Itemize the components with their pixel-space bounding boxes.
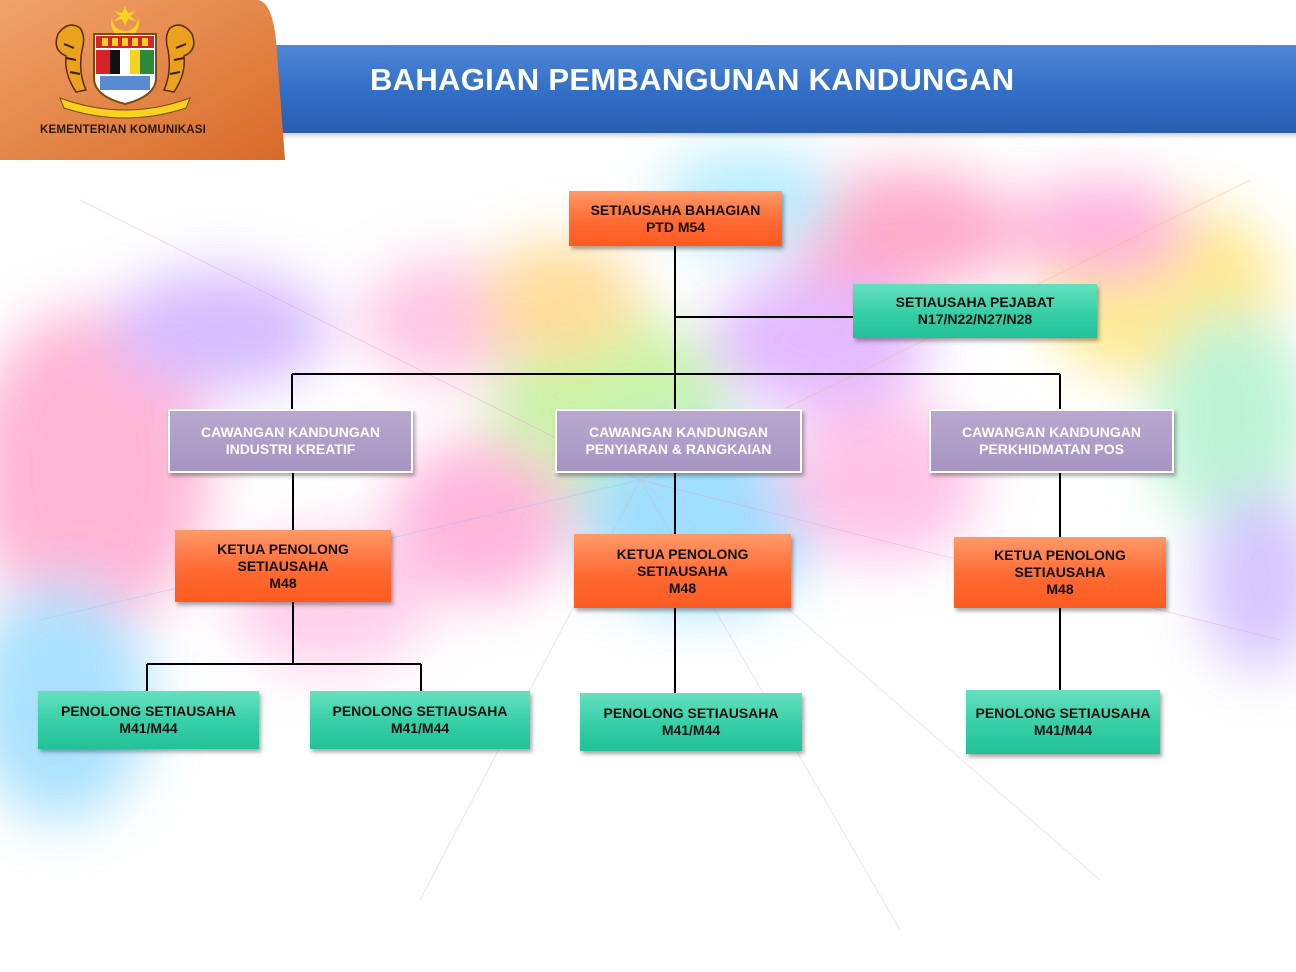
node-title: PENOLONG SETIAUSAHA bbox=[332, 703, 508, 719]
node-title: SETIAUSAHA BAHAGIAN bbox=[590, 201, 761, 218]
malaysia-coat-of-arms-icon bbox=[55, 6, 195, 119]
node-title-line1: KETUA PENOLONG bbox=[616, 545, 749, 562]
node-ketua-penolong-3: KETUA PENOLONG SETIAUSAHA M48 bbox=[954, 537, 1166, 608]
branch-name-line2: PERKHIDMATAN POS bbox=[979, 441, 1124, 457]
node-title: SETIAUSAHA PEJABAT bbox=[895, 294, 1055, 310]
node-branch-industri-kreatif: CAWANGAN KANDUNGAN INDUSTRI KREATIF bbox=[168, 409, 413, 473]
node-grade: M41/M44 bbox=[119, 720, 178, 736]
node-title: PENOLONG SETIAUSAHA bbox=[603, 705, 779, 721]
node-title-line2: SETIAUSAHA bbox=[1014, 564, 1106, 580]
branch-name-line1: CAWANGAN KANDUNGAN bbox=[962, 424, 1141, 440]
node-grade: PTD M54 bbox=[645, 218, 706, 235]
ministry-name: KEMENTERIAN KOMUNIKASI bbox=[40, 124, 207, 136]
node-branch-penyiaran-rangkaian: CAWANGAN KANDUNGAN PENYIARAN & RANGKAIAN bbox=[555, 409, 802, 473]
node-penolong-3: PENOLONG SETIAUSAHA M41/M44 bbox=[966, 690, 1160, 754]
node-grade: N17/N22/N27/N28 bbox=[917, 311, 1033, 327]
node-ketua-penolong-1: KETUA PENOLONG SETIAUSAHA M48 bbox=[175, 530, 391, 602]
node-title-line2: SETIAUSAHA bbox=[636, 562, 728, 579]
node-title-line2: SETIAUSAHA bbox=[237, 557, 329, 574]
branch-name-line1: CAWANGAN KANDUNGAN bbox=[201, 424, 380, 440]
header-band bbox=[270, 45, 1296, 139]
page-title: BAHAGIAN PEMBANGUNAN KANDUNGAN bbox=[370, 62, 1015, 97]
node-setiausaha-pejabat: SETIAUSAHA PEJABAT N17/N22/N27/N28 bbox=[853, 284, 1097, 338]
node-grade: M48 bbox=[668, 579, 697, 596]
node-penolong-1a: PENOLONG SETIAUSAHA M41/M44 bbox=[38, 691, 259, 749]
node-title-line1: KETUA PENOLONG bbox=[217, 540, 349, 557]
node-branch-perkhidmatan-pos: CAWANGAN KANDUNGAN PERKHIDMATAN POS bbox=[929, 409, 1174, 473]
node-grade: M41/M44 bbox=[1033, 722, 1093, 738]
node-grade: M48 bbox=[269, 574, 297, 591]
node-title: PENOLONG SETIAUSAHA bbox=[975, 705, 1151, 721]
node-ketua-penolong-2: KETUA PENOLONG SETIAUSAHA M48 bbox=[574, 534, 791, 608]
node-grade: M41/M44 bbox=[390, 720, 450, 736]
node-title-line1: KETUA PENOLONG bbox=[994, 547, 1126, 563]
branch-name-line1: CAWANGAN KANDUNGAN bbox=[589, 424, 768, 440]
branch-name-line2: PENYIARAN & RANGKAIAN bbox=[585, 441, 772, 457]
node-title: PENOLONG SETIAUSAHA bbox=[60, 703, 236, 719]
node-grade: M48 bbox=[1046, 581, 1074, 597]
branch-name-line2: INDUSTRI KREATIF bbox=[225, 441, 356, 457]
node-penolong-2: PENOLONG SETIAUSAHA M41/M44 bbox=[580, 693, 802, 751]
node-grade: M41/M44 bbox=[661, 722, 721, 738]
node-penolong-1b: PENOLONG SETIAUSAHA M41/M44 bbox=[310, 691, 530, 749]
node-setiausaha-bahagian: SETIAUSAHA BAHAGIAN PTD M54 bbox=[569, 191, 782, 246]
